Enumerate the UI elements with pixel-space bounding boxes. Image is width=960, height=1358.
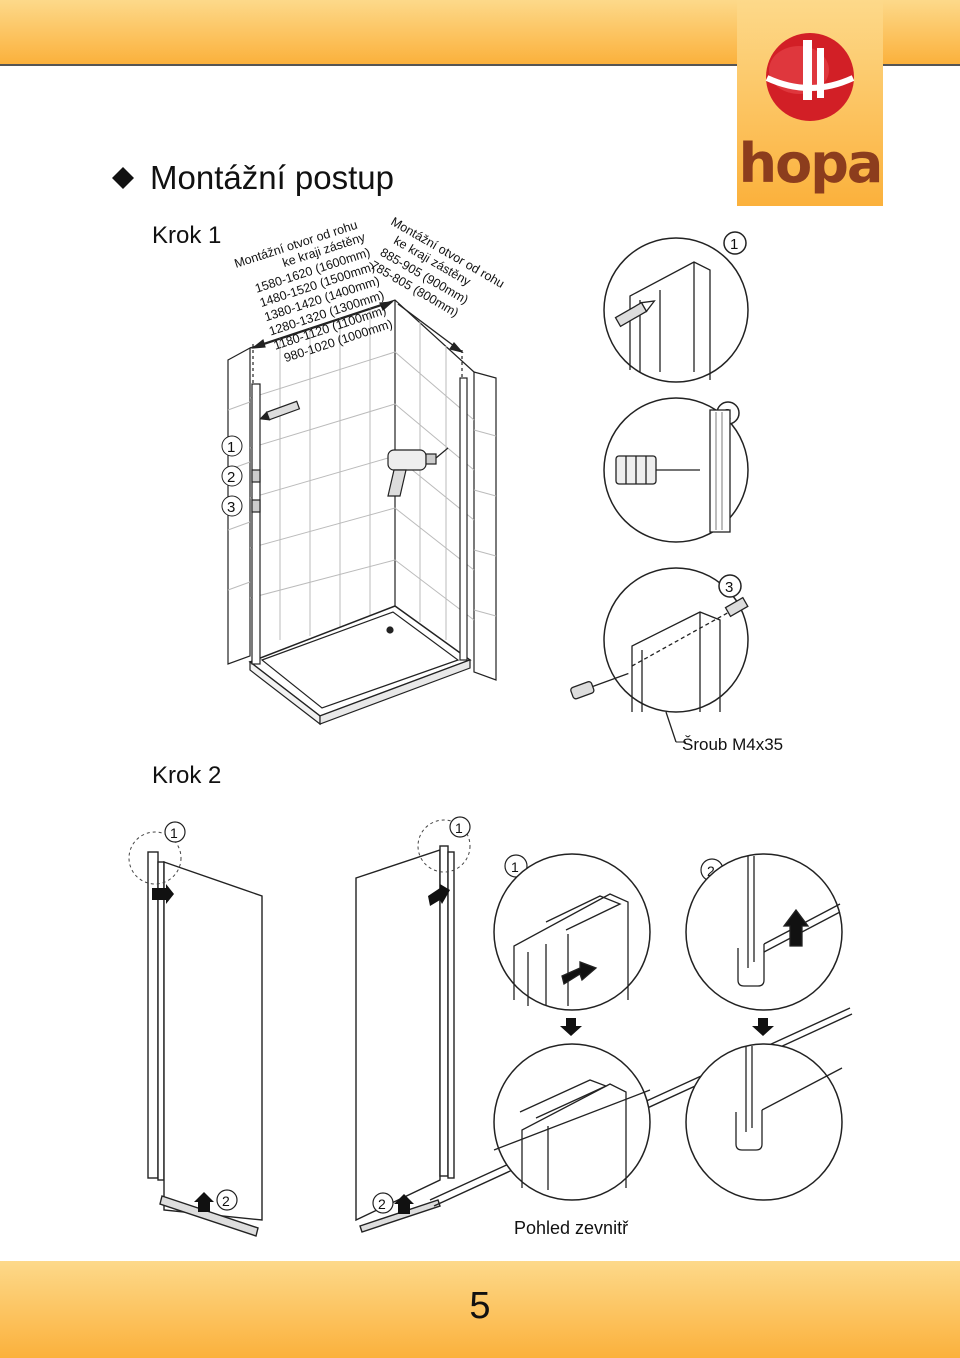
step1-label: Krok 1 bbox=[152, 222, 222, 249]
step2-marker-2: 2 bbox=[707, 863, 715, 879]
step2-marker-2: 2 bbox=[378, 1196, 386, 1212]
footer-band bbox=[0, 1261, 960, 1358]
marker-2: 2 bbox=[227, 469, 235, 486]
step2-marker-1: 1 bbox=[170, 825, 178, 841]
page-title: Montážní postup bbox=[150, 159, 394, 196]
logo-mark-icon bbox=[765, 33, 855, 121]
page-number: 5 bbox=[469, 1285, 491, 1327]
view-caption: Pohled zevnitř bbox=[514, 1218, 629, 1238]
step2-marker-2: 2 bbox=[222, 1193, 230, 1209]
step2-label: Krok 2 bbox=[152, 762, 222, 789]
logo-word: hopa bbox=[738, 132, 884, 195]
detail-marker-3: 3 bbox=[725, 579, 733, 596]
screw-callout: Šroub M4x35 bbox=[682, 735, 784, 754]
page-heading: Montážní postup bbox=[112, 158, 394, 198]
step2-marker-1: 1 bbox=[455, 820, 463, 836]
header-rule bbox=[0, 64, 960, 66]
brand-logo: hopa bbox=[737, 0, 883, 206]
marker-3: 3 bbox=[227, 499, 235, 516]
detail-marker-1: 1 bbox=[730, 236, 738, 253]
diamond-bullet-icon bbox=[112, 167, 134, 189]
step2-marker-1: 1 bbox=[511, 859, 519, 875]
marker-1: 1 bbox=[227, 439, 235, 456]
